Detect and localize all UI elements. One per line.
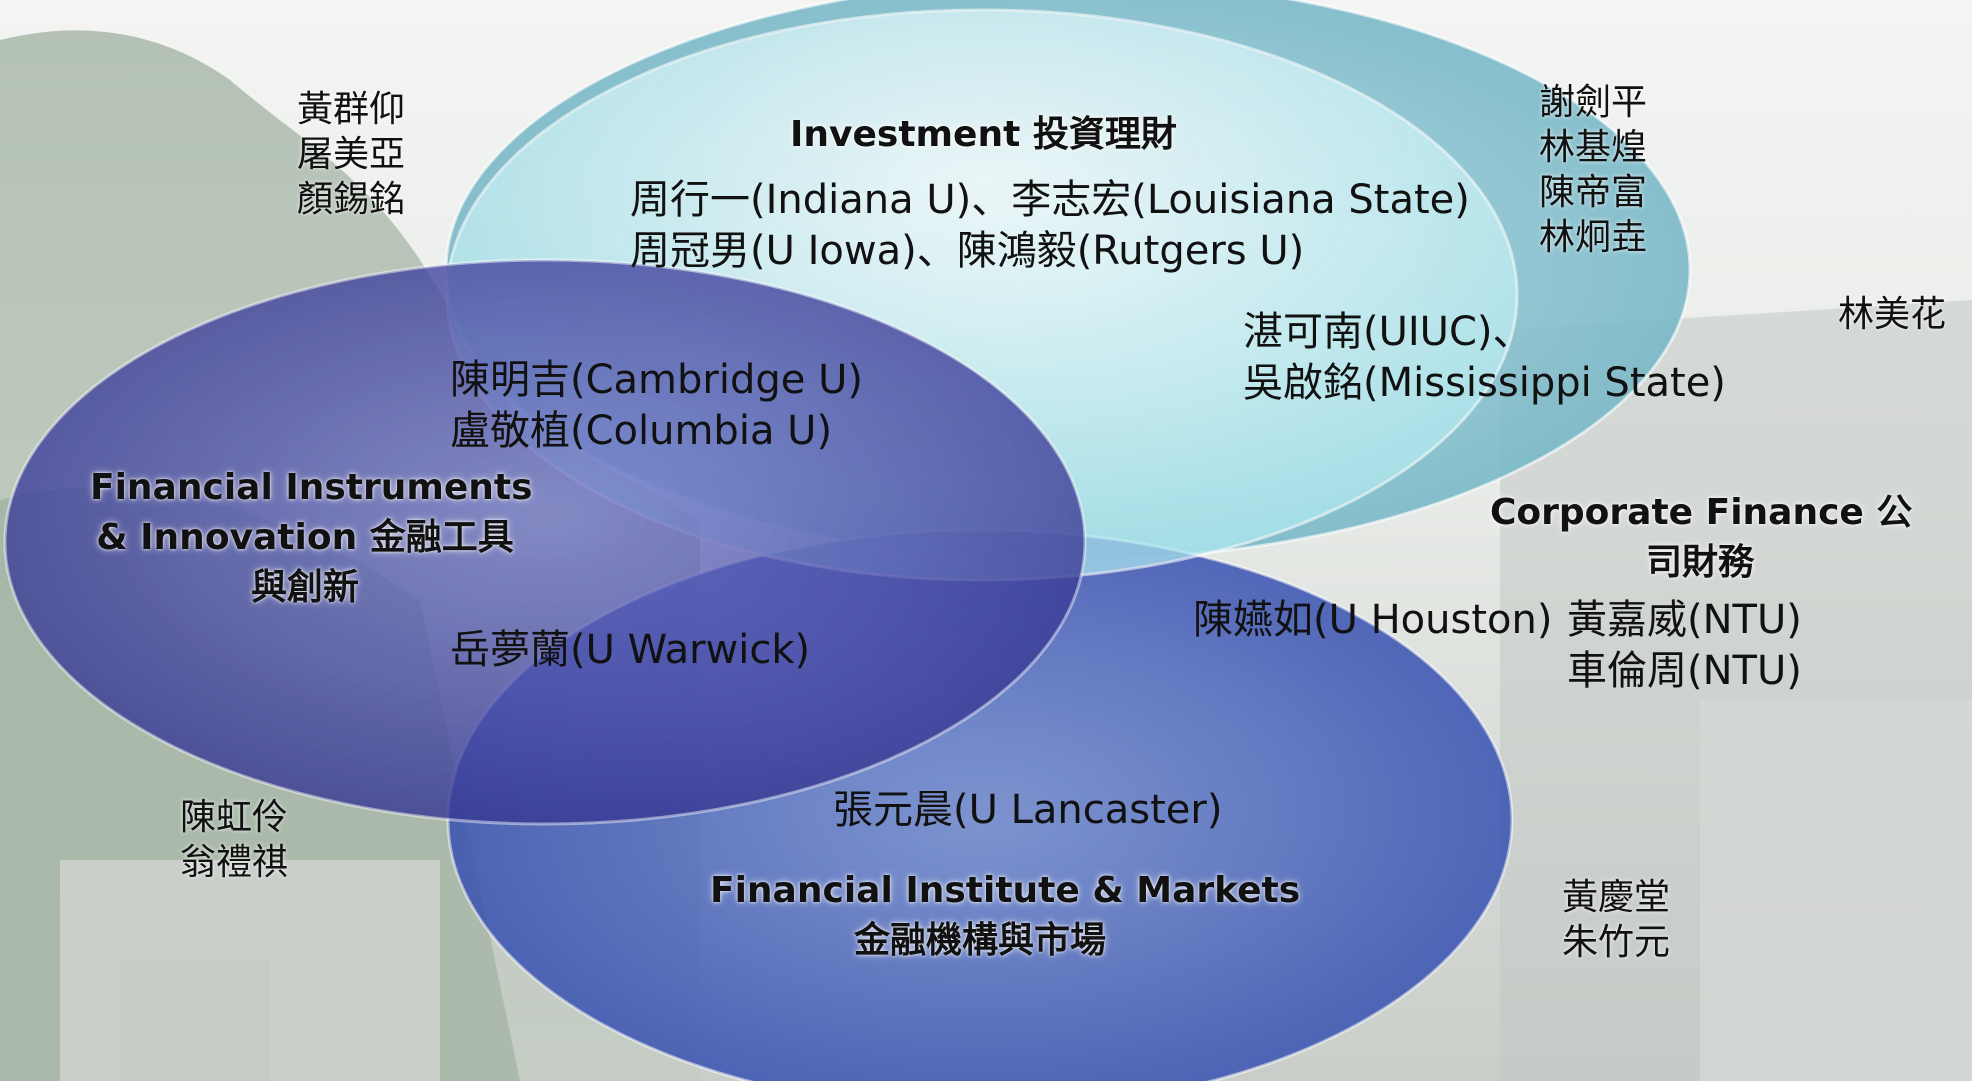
investment-member-line: 周冠男(U Iowa)、陳鴻毅(Rutgers U) [630,228,1305,274]
investment-title: Investment 投資理財 [790,114,1177,155]
financial-instruments-ellipse [3,258,1087,826]
corporate-only-name: 車倫周(NTU) [1567,648,1802,694]
overlap-instruments-institute-name: 岳夢蘭(U Warwick) [450,627,811,673]
outside-name-bottom-left: 陳虹伶 [180,797,289,838]
financial-instruments-title-line: Financial Instruments [90,467,533,508]
overlap-investment-corporate-name: 吳啟銘(Mississippi State) [1243,360,1726,406]
financial-instruments-title-line: 與創新 [250,567,359,608]
overlap-investment-corporate-name: 湛可南(UIUC)、 [1243,309,1533,355]
outside-name-far-right: 林美花 [1838,294,1947,335]
financial-institute-title-line: 金融機構與市場 [853,920,1106,961]
outside-name-bottom-left: 翁禮祺 [180,842,289,883]
overlap-corporate-institute-name: 陳嬿如(U Houston) [1193,597,1553,643]
financial-instruments-title-line: & Innovation 金融工具 [96,517,514,558]
financial-institute-title-line: Financial Institute & Markets [710,870,1301,911]
outside-name-bottom-right: 朱竹元 [1562,922,1671,963]
outside-name-top-right: 林炯垚 [1539,217,1648,258]
outside-name-top-right: 林基煌 [1539,127,1648,168]
outside-name-top-left: 屠美亞 [297,134,406,175]
corporate-finance-title-line: 司財務 [1645,542,1754,583]
overlap-investment-instruments-name: 盧敬植(Columbia U) [450,408,833,454]
outside-name-top-right: 陳帝富 [1539,172,1648,213]
corporate-finance-title-line: Corporate Finance 公 [1490,492,1913,533]
institute-name: 張元晨(U Lancaster) [833,787,1223,833]
overlap-investment-instruments-name: 陳明吉(Cambridge U) [450,357,863,403]
outside-name-top-left: 顏錫銘 [297,179,406,220]
outside-name-top-left: 黃群仰 [297,89,406,130]
investment-member-line: 周行一(Indiana U)、李志宏(Louisiana State) [630,177,1470,223]
corporate-only-name: 黃嘉威(NTU) [1567,597,1802,643]
outside-name-top-right: 謝劍平 [1539,82,1648,123]
outside-name-bottom-right: 黃慶堂 [1562,877,1671,918]
